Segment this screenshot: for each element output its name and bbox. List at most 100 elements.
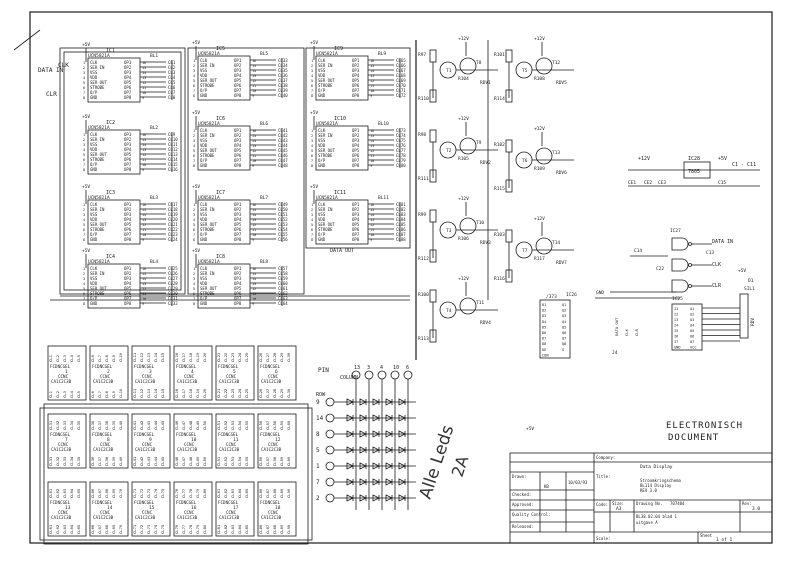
- ic-pin-left: SER OUT: [90, 152, 107, 157]
- output-cl-label: CL61: [278, 286, 288, 291]
- pin-number: 12: [252, 287, 256, 291]
- pin-number: 12: [370, 149, 374, 153]
- nand-gate: [671, 258, 689, 272]
- output-cl-label: CL46: [278, 153, 288, 158]
- resistor-mid-label: R106: [458, 236, 469, 242]
- module-pin-label-bottom: CL13: [146, 389, 151, 398]
- pin-number: 10: [370, 159, 374, 163]
- pin-number: 4: [83, 218, 85, 222]
- ic25-pin-in: GND: [674, 346, 681, 350]
- supply-12v: +12V: [458, 36, 469, 42]
- module-pin-label: CL4: [69, 354, 74, 362]
- module-label-1: FCDNCGEL: [260, 500, 281, 505]
- module-pin-label: CL49: [195, 420, 200, 430]
- pin-number: 3: [193, 213, 195, 217]
- output-cl-label: CL31: [168, 296, 178, 301]
- module-label-2: CCNC: [184, 442, 195, 447]
- output-cl-label: CL41: [278, 128, 288, 133]
- module-pin-label: CL39: [111, 420, 116, 430]
- ic-pin-right: OP2: [234, 133, 242, 138]
- pin-number: 11: [370, 84, 374, 88]
- ic-pin-left: SER IN: [318, 207, 333, 212]
- led-diode: [372, 430, 380, 438]
- output-cl-label: CL83: [396, 212, 406, 217]
- ic25-pin-in: I3: [674, 318, 678, 322]
- pin-number: 15: [370, 134, 374, 138]
- module-pin-label-bottom: CL2: [55, 391, 60, 398]
- ic-pin-right: OP2: [124, 137, 132, 142]
- bank-label: BL8: [260, 259, 268, 265]
- output-cl-label: CL71: [396, 88, 406, 93]
- ic25-pin-out: O3: [690, 318, 694, 322]
- transistor-2-label: T8: [476, 60, 482, 66]
- module-pin-label-bottom: CL55: [244, 457, 249, 466]
- column-pin: [364, 370, 374, 380]
- module-pin-label: CL66: [90, 488, 95, 498]
- pin-number: 1: [83, 61, 85, 65]
- module-pin-label: CL83: [230, 489, 235, 498]
- module-pin-label-bottom: CL61: [48, 524, 53, 534]
- ic-pin-left: SER OUT: [318, 148, 335, 153]
- module-number: 1: [65, 369, 68, 375]
- module-label-1: FCDNCGEL: [176, 432, 197, 437]
- pin-number: 13: [252, 144, 256, 148]
- ic-pin-right: OP8: [124, 237, 132, 242]
- ic26-pin-out: Q8: [562, 342, 566, 346]
- pin-number: 10: [142, 91, 146, 95]
- ic-part: UCN5821A: [88, 125, 110, 131]
- ic-pin-left: VDD: [318, 217, 326, 222]
- code-label: Code:: [596, 502, 608, 507]
- pin-number: 1: [83, 133, 85, 137]
- ic-pin-right: OP7: [124, 162, 132, 167]
- ic26-pin-in: D7: [542, 337, 546, 341]
- output-cl-label: CL56: [278, 237, 288, 242]
- ic-pin-right: OP3: [124, 212, 132, 217]
- row-pin: [325, 397, 335, 407]
- led-diode: [346, 446, 354, 454]
- column-pin-number: 13: [354, 365, 360, 371]
- module-pin-label: CL56: [258, 420, 263, 430]
- module-pin-label-bottom: CL35: [76, 457, 81, 466]
- ic-pin-left: SER IN: [90, 137, 105, 142]
- ic-pin-right: OP7: [124, 90, 132, 95]
- row-pin-number: 8: [316, 431, 320, 438]
- pin-number: 3: [83, 277, 85, 281]
- module-label-2: CCNC: [268, 510, 279, 515]
- module-label-3: CA1C2C3B: [51, 447, 72, 452]
- ic-pin-right: OP5: [352, 78, 360, 83]
- ic-pin-right: OP6: [124, 85, 132, 90]
- ic-pin-right: OP1: [124, 266, 132, 271]
- ic-pin-left: STROBE: [200, 227, 215, 232]
- module-label-1: FCDNCGEL: [134, 500, 155, 505]
- pin-number: 2: [193, 64, 195, 68]
- driver-ic-ic25: [671, 303, 703, 351]
- supply-12v-reg: +12V: [638, 156, 650, 162]
- ic26-part: /373: [546, 294, 557, 300]
- module-label-2: CCNC: [100, 442, 111, 447]
- transistor-2-label: T12: [552, 60, 560, 66]
- led-diode: [398, 494, 406, 502]
- rev-value: 3.0: [752, 506, 760, 512]
- module-pin-label-bottom: CL81: [216, 524, 221, 534]
- display-module: CL66CL66CL67CL67CL68CL68CL69CL69CL70CL70…: [89, 481, 129, 537]
- column-label: COLUMN: [340, 375, 358, 381]
- approved-label: Approved:: [512, 502, 534, 507]
- module-pin-label: CL28: [272, 352, 277, 362]
- module-pin-label-bottom: CL89: [279, 524, 284, 534]
- module-pin-label-bottom: CL6: [90, 390, 95, 398]
- pin-number: 16: [142, 267, 146, 271]
- module-pin-label-bottom: CL52: [223, 457, 228, 466]
- pin-number: 11: [142, 86, 146, 90]
- pin-label: PIN: [318, 367, 329, 374]
- module-pin-label-bottom: CL12: [139, 389, 144, 398]
- led-diode: [359, 430, 367, 438]
- ic-pin-right: OP3: [352, 68, 360, 73]
- module-pin-label-bottom: CL86: [258, 524, 263, 534]
- pin-number: 12: [370, 223, 374, 227]
- module-label-1: FCDNCGEL: [218, 500, 239, 505]
- output-cl-label: CL86: [396, 227, 406, 232]
